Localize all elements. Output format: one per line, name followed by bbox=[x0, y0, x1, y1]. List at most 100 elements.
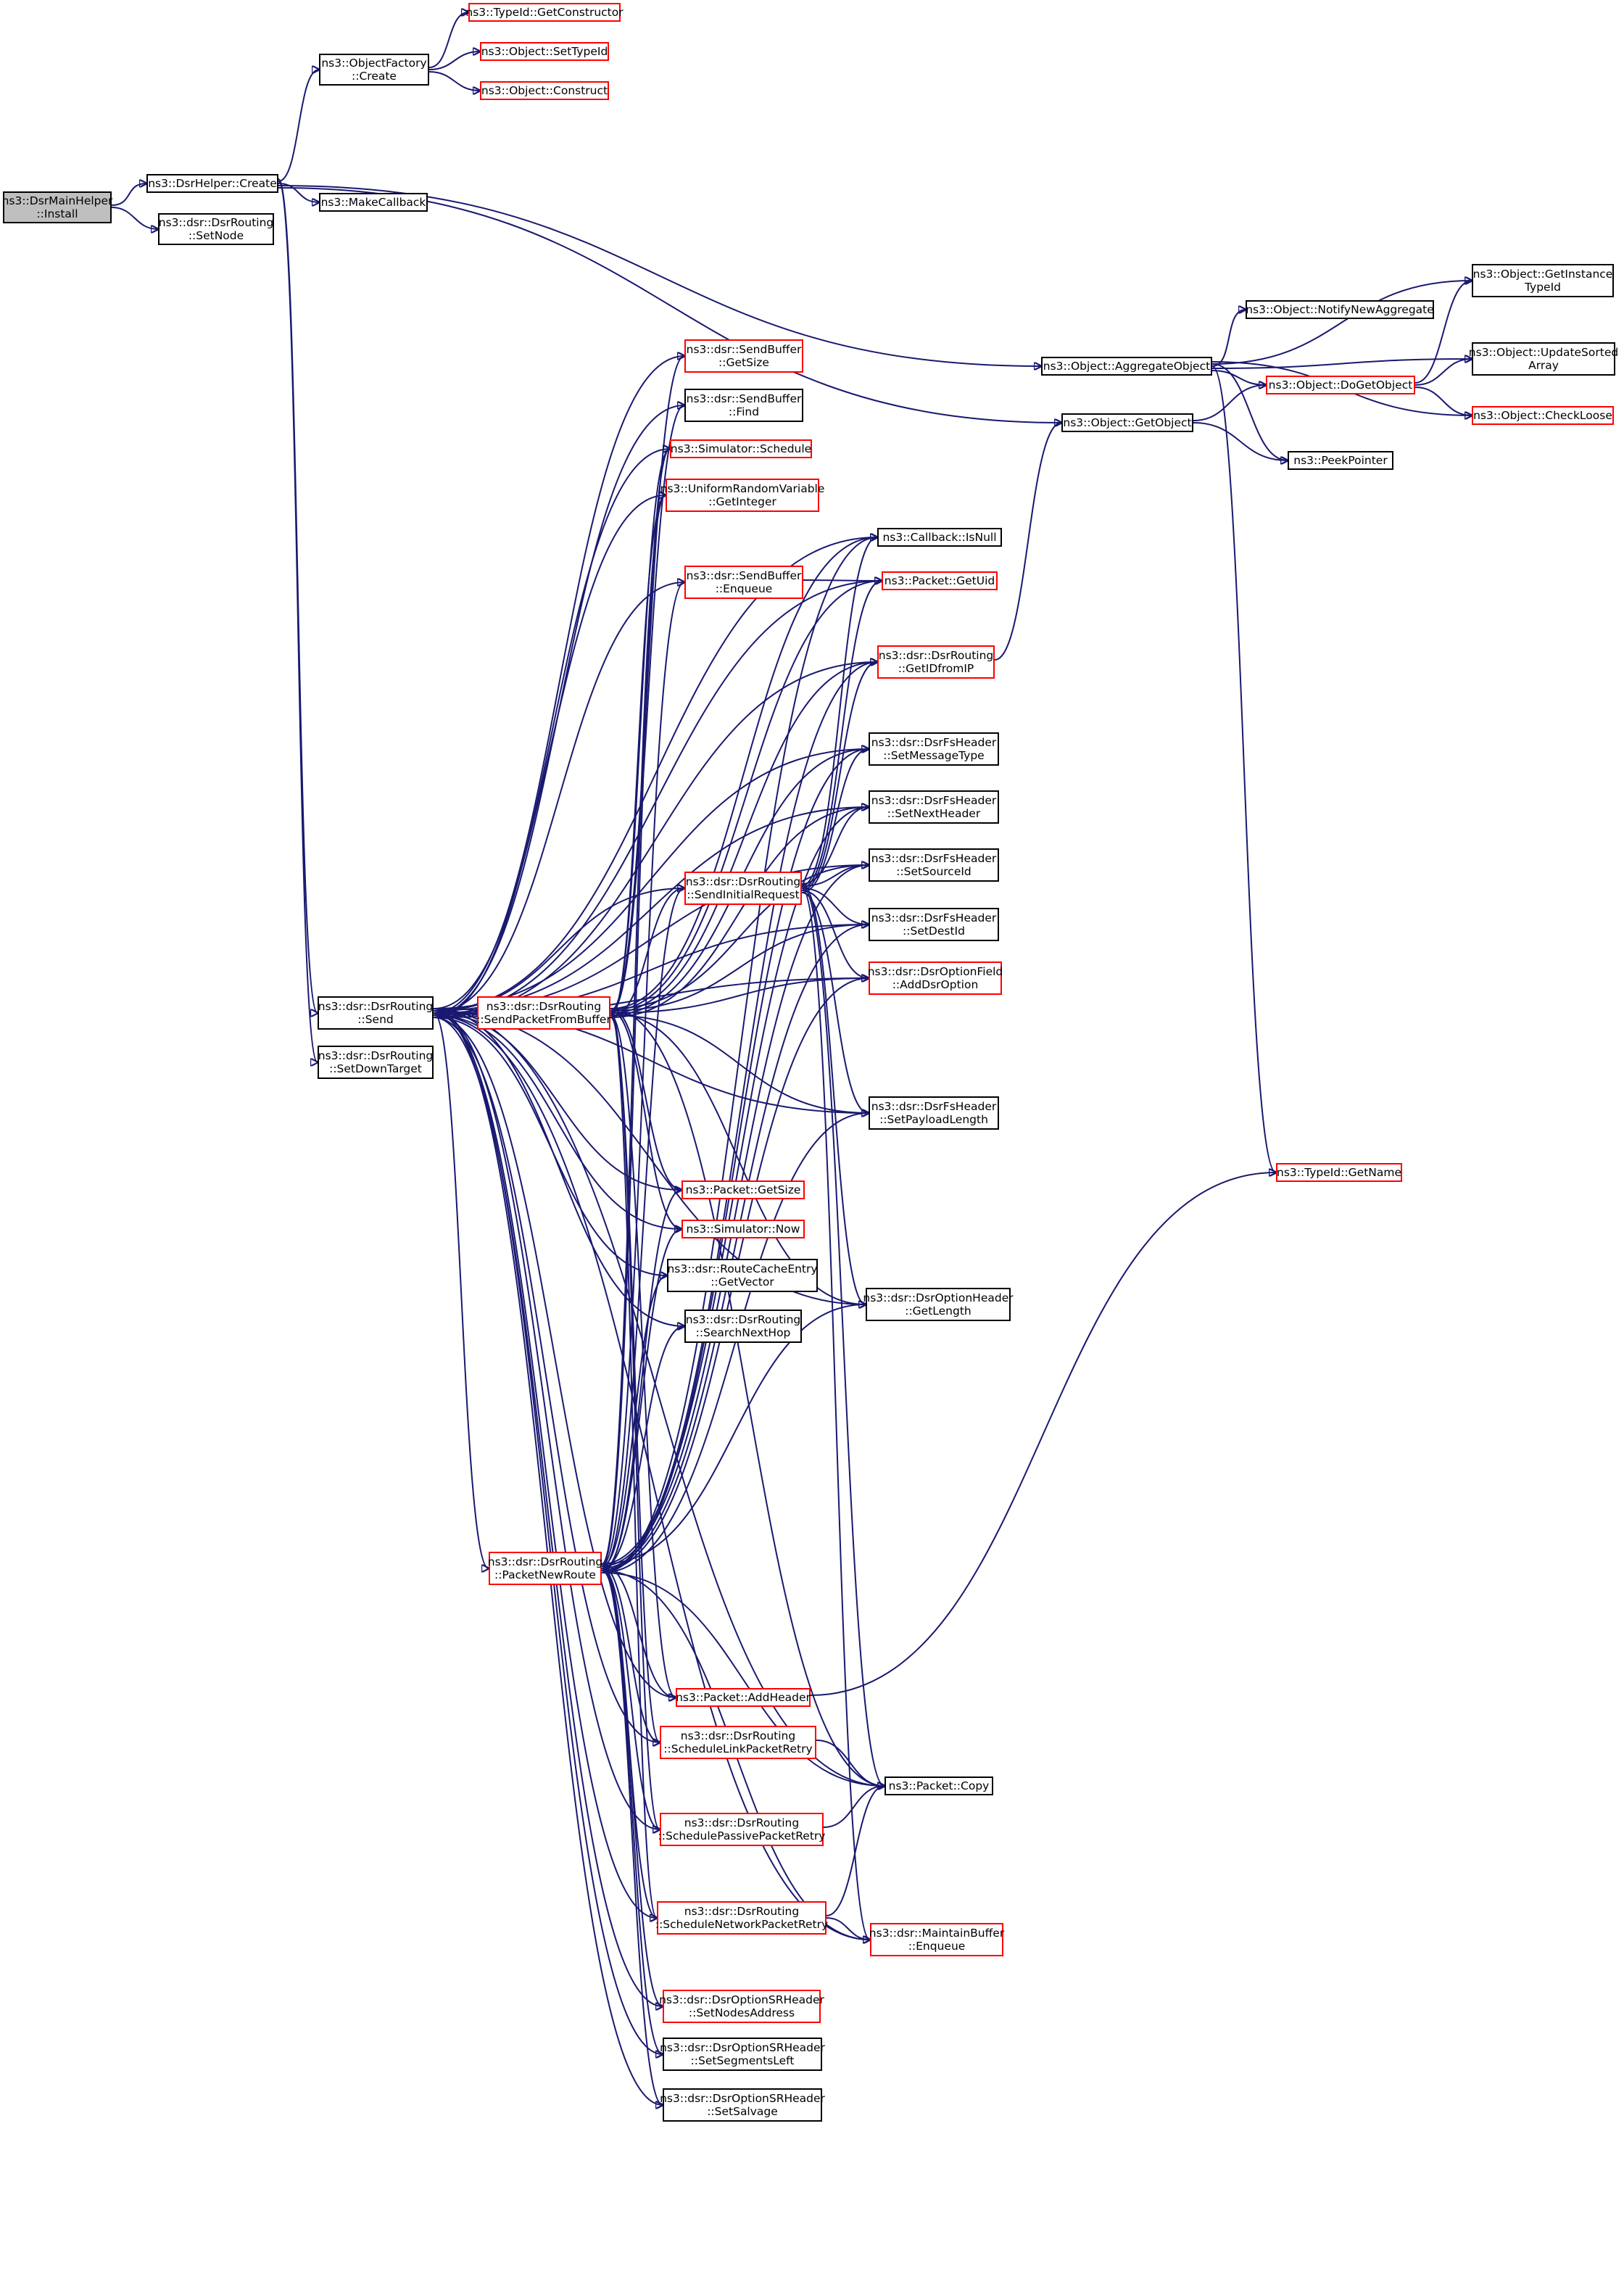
call-edge bbox=[433, 1010, 660, 1829]
call-edge bbox=[433, 749, 869, 1009]
call-edge bbox=[801, 888, 870, 1940]
node-label-line: ::GetVector bbox=[710, 1275, 774, 1289]
node-label-line: ns3::dsr::DsrFsHeader bbox=[871, 852, 997, 865]
node-aggregateobject[interactable]: ns3::Object::AggregateObject bbox=[1041, 357, 1212, 376]
node-simulator-now[interactable]: ns3::Simulator::Now bbox=[682, 1220, 805, 1238]
node-label-line: ns3::dsr::DsrRouting bbox=[158, 216, 274, 229]
call-edge bbox=[601, 1563, 663, 2006]
node-setsourceid[interactable]: ns3::dsr::DsrFsHeader::SetSourceId bbox=[869, 848, 999, 882]
node-typeid-getconstructor[interactable]: ns3::TypeId::GetConstructor bbox=[465, 3, 624, 22]
call-edge bbox=[610, 1008, 682, 1190]
node-label-line: ::SetDownTarget bbox=[329, 1062, 422, 1075]
node-label-line: ::GetSize bbox=[718, 356, 769, 369]
call-edge bbox=[1211, 310, 1246, 367]
node-label-line: ns3::dsr::DsrRouting bbox=[685, 1313, 801, 1326]
node-setnode[interactable]: ns3::dsr::DsrRouting::SetNode bbox=[158, 213, 274, 245]
node-schedulelinkpacketretry[interactable]: ns3::dsr::DsrRouting::ScheduleLinkPacket… bbox=[660, 1726, 816, 1759]
node-packet-getsize[interactable]: ns3::Packet::GetSize bbox=[682, 1180, 805, 1199]
node-sendbuffer-getsize[interactable]: ns3::dsr::SendBuffer::GetSize bbox=[684, 339, 803, 373]
node-simulator-schedule[interactable]: ns3::Simulator::Schedule bbox=[670, 439, 812, 458]
node-notifynewaggregate[interactable]: ns3::Object::NotifyNewAggregate bbox=[1246, 300, 1434, 319]
node-label-line: ::SetNodesAddress bbox=[688, 2006, 795, 2019]
node-makecallback[interactable]: ns3::MakeCallback bbox=[319, 193, 428, 212]
call-edge bbox=[801, 890, 869, 978]
node-packet-getuid[interactable]: ns3::Packet::GetUid bbox=[882, 571, 998, 590]
node-label-line: ::Find bbox=[728, 405, 760, 418]
node-packet-copy[interactable]: ns3::Packet::Copy bbox=[884, 1777, 993, 1795]
node-checkloose[interactable]: ns3::Object::CheckLoose bbox=[1472, 406, 1614, 425]
call-edge bbox=[428, 71, 480, 91]
node-label-line: ::SetPayloadLength bbox=[879, 1113, 988, 1126]
call-edge bbox=[610, 495, 666, 1018]
node-object-settypeid[interactable]: ns3::Object::SetTypeId bbox=[480, 42, 609, 61]
node-label-line: ::ScheduleNetworkPacketRetry bbox=[655, 1918, 829, 1931]
call-edge bbox=[601, 1190, 682, 1573]
node-routing-send[interactable]: ns3::dsr::DsrRouting::Send bbox=[318, 996, 434, 1030]
call-edge bbox=[601, 1326, 684, 1569]
node-label-line: ::SetNextHeader bbox=[887, 807, 981, 820]
node-label-line: ns3::dsr::DsrRouting bbox=[486, 1000, 602, 1013]
node-sendpacketfrombuffer[interactable]: ns3::dsr::DsrRouting::SendPacketFromBuff… bbox=[476, 996, 611, 1030]
node-label-line: ::SchedulePassivePacketRetry bbox=[658, 1829, 826, 1842]
node-searchnexthop[interactable]: ns3::dsr::DsrRouting::SearchNextHop bbox=[684, 1310, 802, 1343]
node-adddsroption[interactable]: ns3::dsr::DsrOptionField::AddDsrOption bbox=[867, 961, 1003, 995]
node-label-line: ::ScheduleLinkPacketRetry bbox=[663, 1742, 813, 1755]
node-label-line: ::SetSegmentsLeft bbox=[690, 2054, 795, 2067]
node-label-line: TypeId bbox=[1524, 281, 1561, 294]
node-object-construct[interactable]: ns3::Object::Construct bbox=[480, 81, 609, 100]
node-schedulepassivepacketretry[interactable]: ns3::dsr::DsrRouting::SchedulePassivePac… bbox=[658, 1813, 826, 1846]
node-peekpointer[interactable]: ns3::PeekPointer bbox=[1288, 451, 1393, 470]
node-setpayloadlength[interactable]: ns3::dsr::DsrFsHeader::SetPayloadLength bbox=[869, 1096, 999, 1130]
node-callback-isnull[interactable]: ns3::Callback::IsNull bbox=[877, 528, 1002, 547]
call-edge bbox=[601, 925, 869, 1569]
call-edge bbox=[601, 1113, 869, 1573]
node-packet-addheader[interactable]: ns3::Packet::AddHeader bbox=[676, 1688, 811, 1707]
call-edge bbox=[601, 1565, 660, 1742]
node-setnodesaddress[interactable]: ns3::dsr::DsrOptionSRHeader::SetNodesAdd… bbox=[659, 1990, 824, 2023]
node-label-line: ::GetLength bbox=[905, 1304, 972, 1318]
call-edge bbox=[433, 581, 882, 1016]
node-setsalvage[interactable]: ns3::dsr::DsrOptionSRHeader::SetSalvage bbox=[660, 2088, 825, 2122]
call-edge bbox=[601, 888, 684, 1569]
node-sendbuffer-enqueue[interactable]: ns3::dsr::SendBuffer::Enqueue bbox=[684, 566, 803, 599]
call-edge bbox=[1193, 385, 1266, 421]
node-label-line: ::SendInitialRequest bbox=[687, 888, 800, 901]
node-label-line: ns3::DsrMainHelper bbox=[1, 194, 113, 207]
call-edge bbox=[278, 185, 1041, 366]
node-getidfromip[interactable]: ns3::dsr::DsrRouting::GetIDfromIP bbox=[877, 645, 995, 679]
node-getvector[interactable]: ns3::dsr::RouteCacheEntry::GetVector bbox=[667, 1259, 818, 1292]
node-label-line: ns3::Simulator::Now bbox=[686, 1223, 800, 1236]
call-edge bbox=[601, 537, 877, 1573]
node-setdowntarget[interactable]: ns3::dsr::DsrRouting::SetDownTarget bbox=[318, 1046, 434, 1079]
node-setdestid[interactable]: ns3::dsr::DsrFsHeader::SetDestId bbox=[869, 908, 999, 941]
node-uniform-getinteger[interactable]: ns3::UniformRandomVariable::GetInteger bbox=[660, 479, 824, 512]
node-helper-create[interactable]: ns3::DsrHelper::Create bbox=[146, 174, 278, 193]
node-label-line: ns3::dsr::RouteCacheEntry bbox=[667, 1262, 818, 1275]
node-typeid-getname[interactable]: ns3::TypeId::GetName bbox=[1276, 1163, 1402, 1182]
call-edge bbox=[278, 70, 319, 182]
node-sendinitialrequest[interactable]: ns3::dsr::DsrRouting::SendInitialRequest bbox=[684, 872, 802, 905]
node-sendbuffer-find[interactable]: ns3::dsr::SendBuffer::Find bbox=[684, 389, 803, 422]
node-label-line: ns3::dsr::DsrOptionField bbox=[867, 965, 1003, 978]
node-mainhelper-install[interactable]: ns3::DsrMainHelper::Install bbox=[1, 191, 113, 223]
node-maintainbuffer-enqueue[interactable]: ns3::dsr::MaintainBuffer::Enqueue bbox=[869, 1923, 1004, 1956]
node-setmessagetype[interactable]: ns3::dsr::DsrFsHeader::SetMessageType bbox=[869, 732, 999, 766]
call-edge bbox=[433, 662, 877, 1018]
node-setnextheader[interactable]: ns3::dsr::DsrFsHeader::SetNextHeader bbox=[869, 790, 999, 824]
node-label-line: ::SetSourceId bbox=[896, 865, 972, 878]
node-getobject[interactable]: ns3::Object::GetObject bbox=[1061, 413, 1193, 432]
node-label-line: ns3::dsr::SendBuffer bbox=[686, 569, 802, 582]
node-dogetobject[interactable]: ns3::Object::DoGetObject bbox=[1266, 376, 1415, 394]
call-edge bbox=[801, 888, 869, 925]
node-optionheader-getlength[interactable]: ns3::dsr::DsrOptionHeader::GetLength bbox=[863, 1288, 1014, 1321]
node-objfactory-create[interactable]: ns3::ObjectFactory::Create bbox=[319, 54, 429, 86]
node-label-line: ns3::dsr::DsrOptionSRHeader bbox=[659, 1993, 824, 2006]
call-edge bbox=[433, 537, 877, 1012]
node-schedulenetworkpacketretry[interactable]: ns3::dsr::DsrRouting::ScheduleNetworkPac… bbox=[655, 1901, 829, 1935]
node-setsegmentsleft[interactable]: ns3::dsr::DsrOptionSRHeader::SetSegments… bbox=[660, 2038, 825, 2071]
node-label-line: ::GetInteger bbox=[708, 495, 776, 508]
node-packetnewroute[interactable]: ns3::dsr::DsrRouting::PacketNewRoute bbox=[488, 1552, 602, 1585]
